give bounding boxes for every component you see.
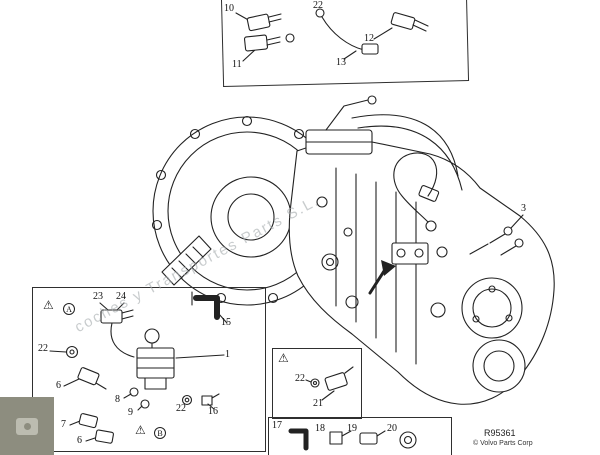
gearbox-body <box>288 95 555 405</box>
callout-3: 3 <box>521 203 526 214</box>
left-inset-parts <box>49 291 228 444</box>
callout-22-mid: 22 <box>295 373 305 384</box>
callout-7: 7 <box>61 419 66 430</box>
bolts-part-3 <box>469 214 524 256</box>
top-inset-parts <box>235 8 429 62</box>
callout-24: 24 <box>116 291 126 302</box>
callout-6-lower: 6 <box>77 435 82 446</box>
callout-17: 17 <box>272 420 282 431</box>
callout-18: 18 <box>315 423 325 434</box>
callout-12: 12 <box>364 33 374 44</box>
inset-box-top <box>220 0 470 87</box>
marker-b: B <box>154 427 166 439</box>
callout-15: 15 <box>221 317 231 328</box>
callout-20: 20 <box>387 423 397 434</box>
thumbnail-placeholder <box>0 397 54 455</box>
callout-11: 11 <box>232 59 242 70</box>
callout-16: 16 <box>208 406 218 417</box>
warning-icon: ⚠ <box>43 298 54 312</box>
callout-9: 9 <box>128 407 133 418</box>
callout-19: 19 <box>347 423 357 434</box>
callout-22-left: 22 <box>38 343 48 354</box>
inset-box-left <box>32 287 266 452</box>
callout-23: 23 <box>93 291 103 302</box>
bottom-inset-parts <box>288 428 417 451</box>
copyright-text: © Volvo Parts Corp <box>473 440 533 447</box>
diagram-ref-code: R95361 <box>484 428 516 438</box>
warning-icon: ⚠ <box>278 351 289 365</box>
warning-icon: ⚠ <box>135 423 146 437</box>
callout-22-top: 22 <box>313 0 323 11</box>
callout-1: 1 <box>225 349 230 360</box>
callout-22-inner: 22 <box>176 403 186 414</box>
callout-6-upper: 6 <box>56 380 61 391</box>
bell-housing <box>151 115 343 306</box>
pointer-arrow <box>368 260 396 295</box>
inset-box-bottom <box>268 417 452 455</box>
inset-box-middle <box>272 348 362 419</box>
middle-inset-parts <box>305 366 354 401</box>
callout-10: 10 <box>224 3 234 14</box>
marker-a: A <box>63 303 75 315</box>
callout-21: 21 <box>313 398 323 409</box>
callout-8: 8 <box>115 394 120 405</box>
callout-13: 13 <box>336 57 346 68</box>
image-icon <box>16 418 38 435</box>
